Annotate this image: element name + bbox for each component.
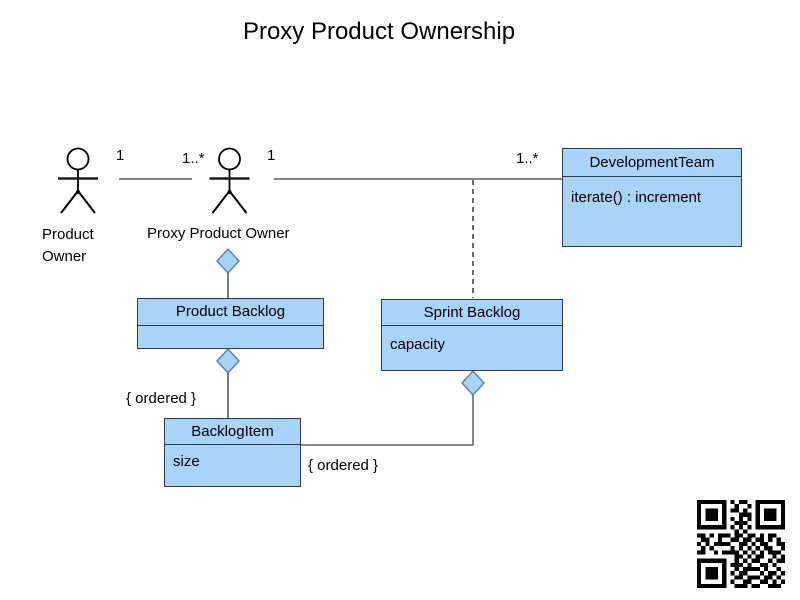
class-attributes (138, 326, 323, 336)
multiplicity-proxy-left-end: 1..* (182, 150, 205, 167)
connector-sprint-backlog-backlogitem (301, 395, 474, 446)
class-attributes: iterate() : increment (571, 189, 702, 206)
class-product-backlog: Product Backlog (137, 298, 324, 349)
aggregation-diamond-product-backlog (216, 347, 240, 375)
multiplicity-owner-end: 1 (116, 147, 125, 164)
aggregation-diamond-sprint-backlog (461, 369, 485, 397)
class-name: DevelopmentTeam (563, 149, 741, 177)
class-attributes: capacity (390, 336, 446, 353)
diagram-title: Proxy Product Ownership (242, 18, 516, 45)
multiplicity-proxy-right-end: 1 (267, 147, 276, 164)
class-backlog-item: BacklogItem size (164, 418, 301, 487)
actor-label-proxy-product-owner: Proxy Product Owner (147, 225, 290, 242)
class-name: Sprint Backlog (382, 300, 562, 326)
constraint-ordered-sprint-backlog: { ordered } (308, 457, 379, 474)
constraint-ordered-product-backlog: { ordered } (126, 390, 197, 407)
class-development-team: DevelopmentTeam iterate() : increment (562, 148, 742, 247)
qr-code (697, 500, 785, 588)
class-name: Product Backlog (138, 299, 323, 326)
actor-label-product-owner: Product Owner (42, 226, 94, 265)
actor-proxy-product-owner-figure (209, 147, 250, 214)
class-sprint-backlog: Sprint Backlog capacity (381, 299, 563, 371)
class-name: BacklogItem (165, 419, 300, 445)
actor-product-owner-figure (58, 147, 98, 214)
multiplicity-devteam-end: 1..* (516, 150, 539, 167)
class-attributes: size (173, 453, 200, 470)
aggregation-diamond-proxy-owner (216, 247, 240, 275)
